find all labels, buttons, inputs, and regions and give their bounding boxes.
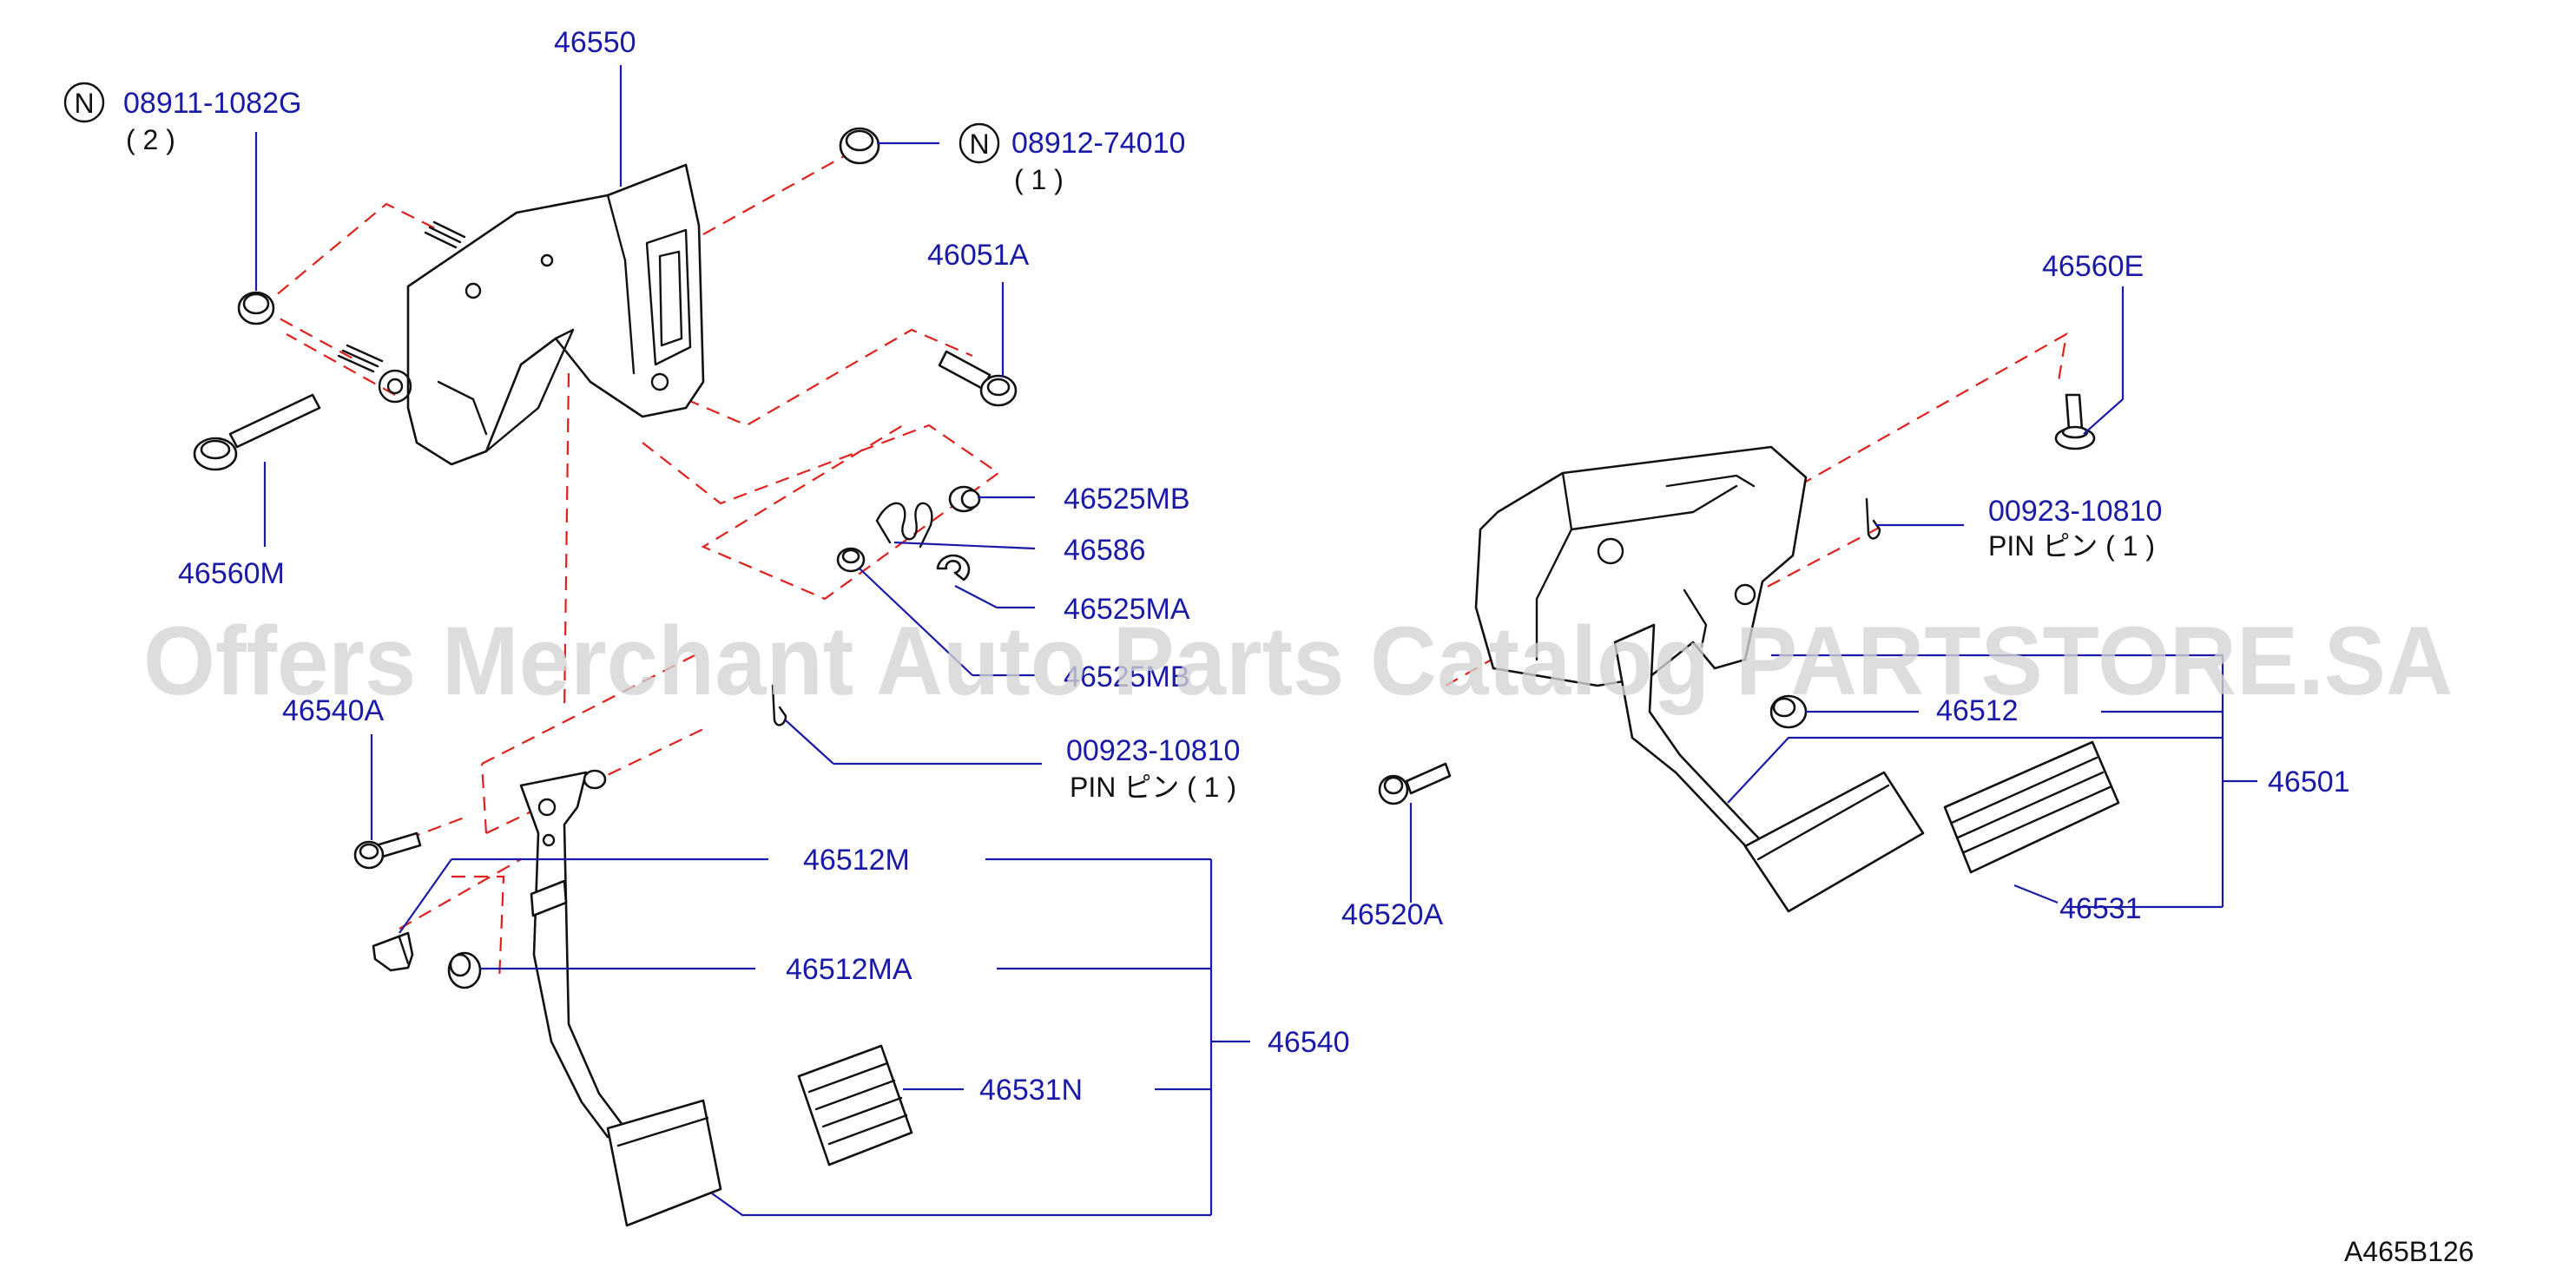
svg-text:N: N [74, 88, 94, 119]
label-08911-1082G[interactable]: 08911-1082G [123, 87, 301, 120]
pedal-pad-46531[interactable] [1943, 740, 2120, 874]
diagram-reference-code: A465B126 [2344, 1236, 2474, 1267]
svg-text:N: N [969, 128, 989, 160]
watermark-text: Offers Merchant Auto Parts Catalog PARTS… [143, 607, 2453, 715]
label-46525MB-lower[interactable]: 46525MB [1064, 660, 1190, 693]
bushing-46525MA[interactable] [936, 554, 971, 582]
pedal-bracket-46550[interactable] [378, 163, 705, 466]
label-46550[interactable]: 46550 [554, 26, 636, 59]
brake-pedal-arm-46501[interactable] [1613, 623, 1925, 913]
label-46525MB[interactable]: 46525MB [1064, 483, 1190, 516]
nut-symbol-left: N [63, 82, 105, 123]
nut-symbol-right: N [959, 122, 1000, 164]
bolt-46560M[interactable] [193, 393, 321, 471]
stopper-46512MA[interactable] [447, 951, 482, 989]
label-46520A[interactable]: 46520A [1341, 898, 1444, 931]
bolt-46560E[interactable] [2054, 393, 2096, 450]
label-46560M[interactable]: 46560M [178, 557, 285, 590]
bolt-46520A[interactable] [1378, 762, 1452, 805]
label-46531N[interactable]: 46531N [979, 1074, 1083, 1107]
label-46540A[interactable]: 46540A [282, 694, 385, 727]
label-pin-right[interactable]: 00923-10810 [1988, 495, 2162, 528]
label-pin-right-desc: PIN ピン ( 1 ) [1988, 530, 2155, 562]
label-46586[interactable]: 46586 [1064, 534, 1146, 567]
label-46051A[interactable]: 46051A [927, 239, 1030, 272]
stopper-46512[interactable] [1769, 694, 1808, 729]
clevis-pin-left[interactable] [771, 684, 787, 726]
clevis-pin-right[interactable] [1865, 497, 1881, 540]
bushing-46525MB-lower[interactable] [836, 547, 866, 573]
stopper-46512M[interactable] [372, 931, 414, 972]
label-46512M[interactable]: 46512M [803, 844, 910, 877]
label-46560E[interactable]: 46560E [2042, 250, 2144, 283]
bolt-46540A[interactable] [353, 831, 422, 870]
label-08911-qty: ( 2 ) [126, 124, 175, 155]
stud-upper [424, 220, 466, 249]
label-08912-74010[interactable]: 08912-74010 [1011, 127, 1185, 160]
flange-nut-08911[interactable] [237, 291, 275, 325]
bolt-46051A[interactable] [938, 350, 1018, 407]
flange-nut-08912[interactable] [839, 127, 880, 165]
label-08912-qty: ( 1 ) [1014, 164, 1064, 195]
bushing-46525MB[interactable] [948, 485, 981, 513]
leader-lines [254, 65, 2257, 1217]
pedal-pad-46531N[interactable] [797, 1044, 913, 1166]
stud-lower [337, 344, 384, 373]
label-46501[interactable]: 46501 [2268, 766, 2350, 798]
label-46540[interactable]: 46540 [1268, 1026, 1350, 1059]
label-46512[interactable]: 46512 [1936, 694, 2019, 727]
clutch-pedal-46540[interactable] [519, 769, 722, 1227]
brake-pedal-bracket[interactable] [1474, 445, 1808, 687]
label-pin-left-desc: PIN ピン ( 1 ) [1070, 772, 1236, 803]
label-pin-left[interactable]: 00923-10810 [1066, 734, 1240, 767]
label-46531[interactable]: 46531 [2059, 892, 2142, 925]
label-46512MA[interactable]: 46512MA [786, 953, 912, 986]
label-46525MA[interactable]: 46525MA [1064, 593, 1190, 626]
